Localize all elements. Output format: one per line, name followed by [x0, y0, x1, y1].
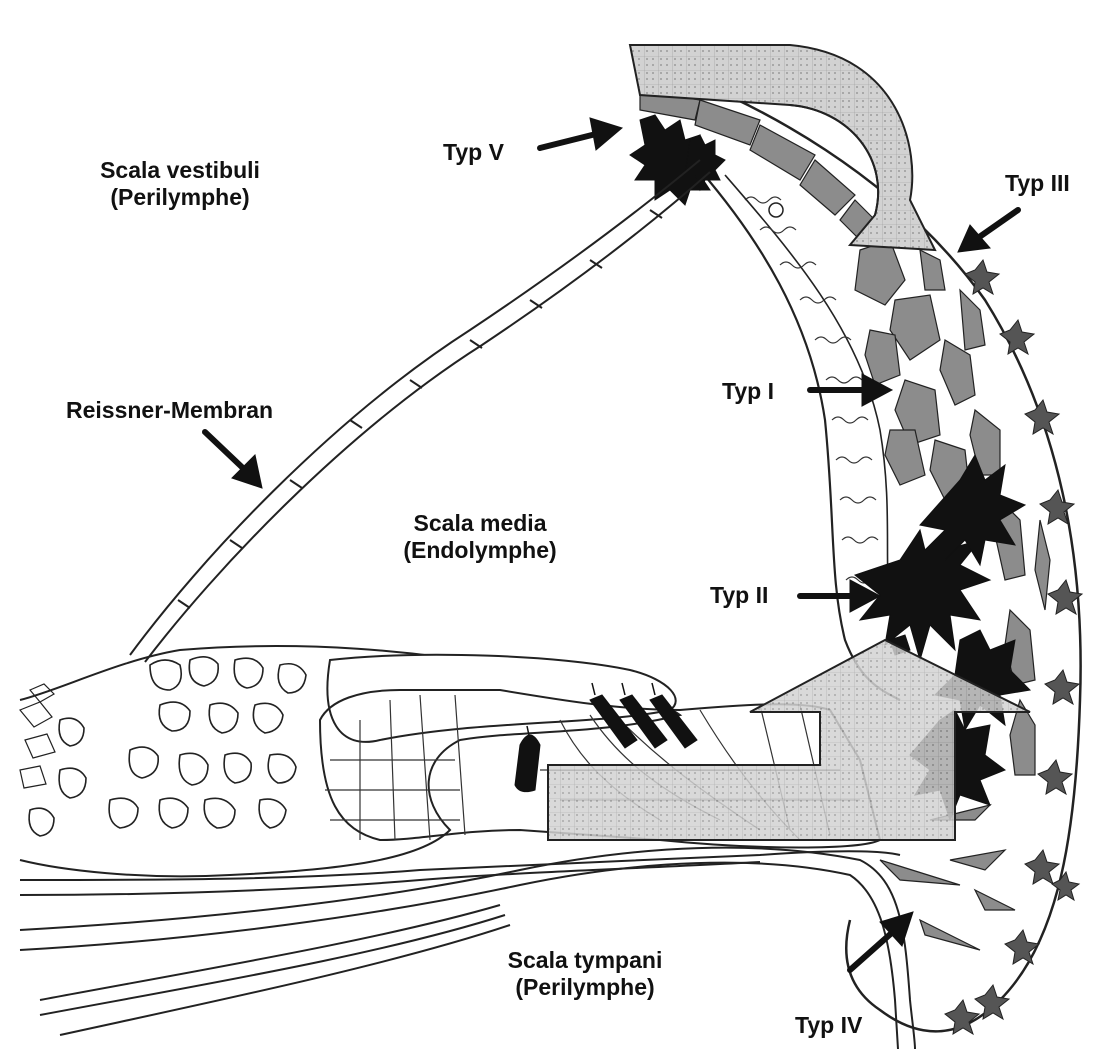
typ-4-label: Typ IV: [795, 1012, 862, 1039]
typ-1-label: Typ I: [722, 378, 774, 405]
scala-vestibuli-fluid: (Perilymphe): [70, 184, 290, 211]
scala-vestibuli-label: Scala vestibuli (Perilymphe): [70, 157, 290, 211]
reissner-membrane-label: Reissner-Membran: [66, 397, 273, 424]
basilar-membrane: [20, 848, 915, 1049]
scala-media-label: Scala media (Endolymphe): [360, 510, 600, 564]
scala-media-title: Scala media: [360, 510, 600, 537]
typ-3-label: Typ III: [1005, 170, 1070, 197]
typ-5-label: Typ V: [443, 139, 504, 166]
typ-2-label: Typ II: [710, 582, 768, 609]
scala-media-fluid: (Endolymphe): [360, 537, 600, 564]
scala-tympani-title: Scala tympani: [470, 947, 700, 974]
scala-tympani-fluid: (Perilymphe): [470, 974, 700, 1001]
scala-vestibuli-title: Scala vestibuli: [70, 157, 290, 184]
scala-tympani-label: Scala tympani (Perilymphe): [470, 947, 700, 1001]
